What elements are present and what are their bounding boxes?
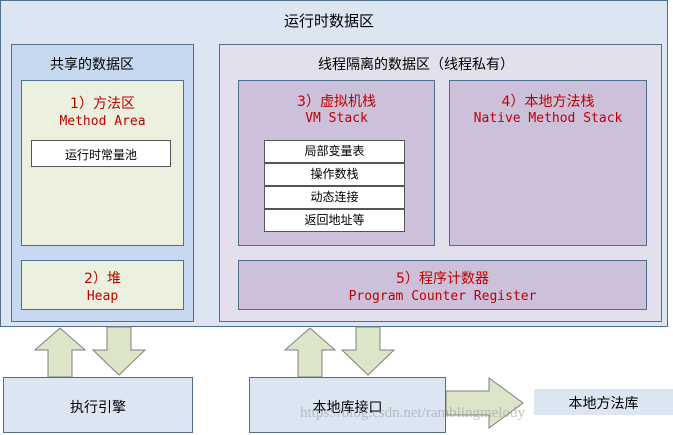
native-library-box <box>534 389 673 415</box>
native-library-label: 本地方法库 <box>568 396 639 412</box>
method-area-title: 1）方法区 <box>70 96 135 112</box>
native-method-stack-box <box>449 80 647 246</box>
vm-stack-subtitle: VM Stack <box>305 111 368 126</box>
heap-subtitle: Heap <box>86 289 119 304</box>
arrow-down-icon <box>340 326 396 376</box>
program-counter-subtitle: Program Counter Register <box>348 289 537 304</box>
stack-frame-local-variables: 局部变量表 <box>264 140 405 163</box>
execution-engine-box <box>3 377 193 433</box>
program-counter-box <box>238 260 647 310</box>
stack-frame: 局部变量表 操作数栈 动态连接 返回地址等 <box>264 140 405 232</box>
program-counter-title: 5）程序计数器 <box>396 271 489 287</box>
native-interface-box <box>249 377 446 433</box>
native-interface-label: 本地库接口 <box>312 400 383 416</box>
execution-engine-label: 执行引擎 <box>70 400 126 416</box>
vm-stack-title: 3）虚拟机栈 <box>297 94 376 110</box>
stack-frame-dynamic-linking: 动态连接 <box>264 186 405 209</box>
arrow-up-icon <box>283 327 337 378</box>
runtime-data-area-title: 运行时数据区 <box>284 12 375 30</box>
arrow-right-icon <box>445 377 524 429</box>
runtime-constant-pool-label: 运行时常量池 <box>64 148 137 162</box>
method-area-subtitle: Method Area <box>59 114 146 129</box>
native-method-stack-subtitle: Native Method Stack <box>473 111 623 126</box>
stack-frame-operand-stack: 操作数栈 <box>264 163 405 186</box>
arrow-down-icon <box>91 326 147 376</box>
heap-box <box>21 260 184 310</box>
arrow-up-icon <box>33 327 87 378</box>
native-method-stack-title: 4）本地方法栈 <box>501 94 595 110</box>
thread-isolated-data-area-title: 线程隔离的数据区（线程私有） <box>318 57 514 73</box>
heap-title: 2）堆 <box>84 271 121 287</box>
stack-frame-return-address: 返回地址等 <box>264 209 405 232</box>
runtime-constant-pool <box>31 140 171 167</box>
watermark: https://blog.csdn.net/ramblingmelody <box>300 405 525 421</box>
shared-data-area-title: 共享的数据区 <box>50 57 134 73</box>
